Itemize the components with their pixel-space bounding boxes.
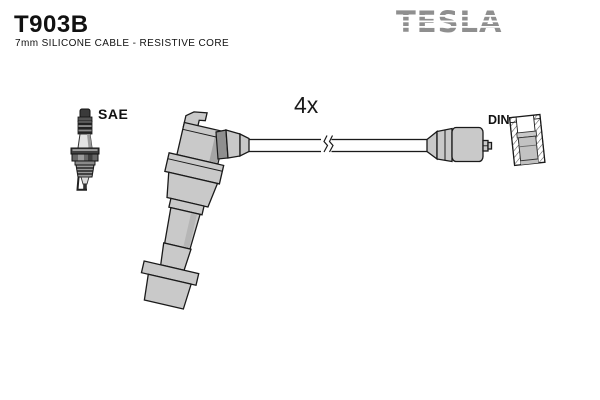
product-subtitle: 7mm SILICONE CABLE - RESISTIVE CORE: [15, 38, 229, 49]
plug-insulator-shade: [87, 134, 92, 148]
logo-stripe: [394, 26, 508, 28]
boot-cap: [143, 273, 192, 310]
plug-nose: [80, 176, 90, 185]
plug-shell-flange: [70, 147, 100, 155]
cutaway-plug: [517, 135, 539, 162]
boot-shaft-upper: [163, 206, 201, 250]
boot-body: [166, 171, 219, 208]
brand-logo: TESLA: [394, 5, 508, 39]
boot-elbow: [215, 129, 250, 160]
sae-label: SAE: [98, 106, 128, 122]
logo-stripe: [394, 20, 508, 23]
boot-elbow-mid: [225, 129, 241, 159]
plug-ground-electrode: [76, 177, 87, 191]
plug-hex: [71, 153, 99, 162]
cable-body: [245, 138, 432, 153]
quantity-label: 4x: [294, 92, 319, 118]
spark-plug-drawing: [70, 108, 100, 191]
din-terminal-tip-end: [487, 141, 493, 150]
logo-stripe: [394, 15, 508, 17]
cable-drawing: [245, 135, 432, 154]
din-label: DIN: [488, 113, 510, 127]
part-number: T903B: [14, 11, 89, 38]
din-plug-taper: [426, 130, 438, 161]
socket-cutaway-drawing: [508, 113, 546, 167]
boot-shaft-shade: [183, 213, 197, 248]
din-plug-barrel: [451, 126, 484, 163]
boot-cable-entry: [239, 132, 250, 158]
cable-break-icon: [321, 135, 334, 154]
plug-gasket: [74, 160, 96, 166]
din-plug-drawing: [426, 126, 493, 163]
plug-center-electrode: [83, 184, 87, 189]
